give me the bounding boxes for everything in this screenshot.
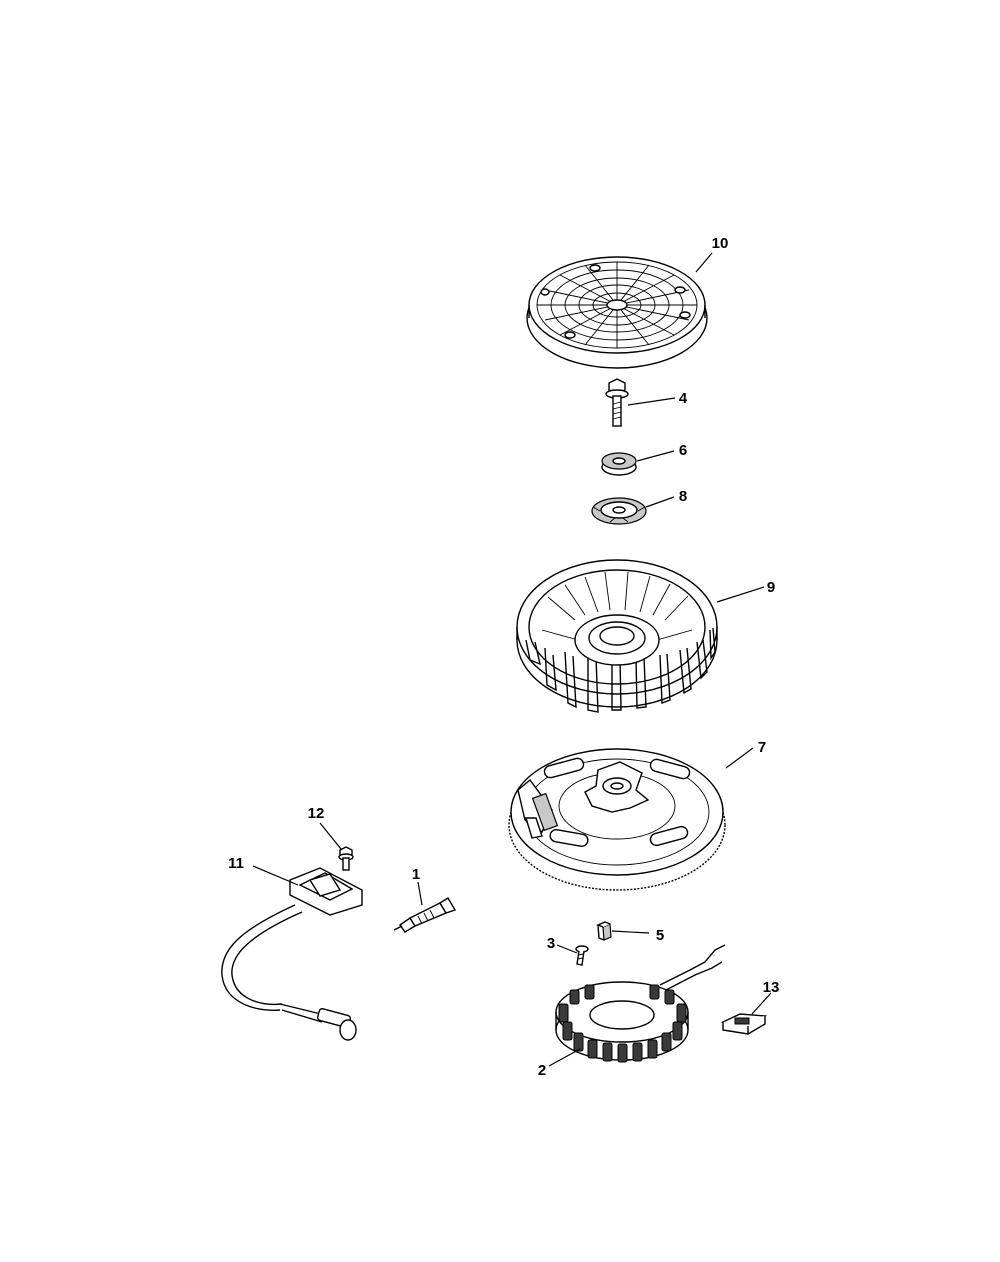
leader-6 <box>636 450 675 462</box>
leader-12 <box>319 822 342 850</box>
callout-5: 5 <box>656 927 664 944</box>
leader-lines <box>252 252 772 1067</box>
leader-4 <box>627 397 676 406</box>
ignition-module-part <box>221 867 363 1041</box>
leader-2 <box>548 1048 581 1067</box>
leader-8 <box>645 496 675 508</box>
fan-part <box>516 559 718 713</box>
callout-6: 6 <box>679 442 687 459</box>
key-part <box>596 921 612 941</box>
flywheel-bolt-part <box>605 378 629 427</box>
callout-7: 7 <box>758 739 766 756</box>
callout-labels: 10 4 6 8 9 7 5 3 2 13 12 11 1 <box>228 235 779 1079</box>
callout-3: 3 <box>547 935 555 952</box>
callout-1: 1 <box>412 866 420 883</box>
callout-10: 10 <box>712 235 729 252</box>
callout-2: 2 <box>538 1062 546 1079</box>
leader-11 <box>252 865 299 886</box>
callout-4: 4 <box>679 390 688 407</box>
spark-plug-part <box>393 897 457 933</box>
leader-5 <box>611 930 650 934</box>
leader-10 <box>695 252 713 273</box>
spring-washer-part <box>591 497 647 525</box>
callout-8: 8 <box>679 488 687 505</box>
fan-screen-part <box>526 256 708 369</box>
callout-11: 11 <box>228 855 244 872</box>
screw-part <box>575 945 589 966</box>
callout-9: 9 <box>767 579 775 596</box>
leader-7 <box>725 747 754 769</box>
clip-part <box>720 1013 768 1035</box>
leader-1 <box>417 881 423 906</box>
bolt-part <box>338 846 354 871</box>
leader-9 <box>716 586 765 603</box>
leader-3 <box>556 944 578 954</box>
flywheel-part <box>508 748 726 891</box>
leader-13 <box>751 992 772 1015</box>
stator-part <box>555 944 726 1063</box>
callout-13: 13 <box>763 979 780 996</box>
callout-12: 12 <box>308 805 325 822</box>
washer-part <box>601 452 637 476</box>
